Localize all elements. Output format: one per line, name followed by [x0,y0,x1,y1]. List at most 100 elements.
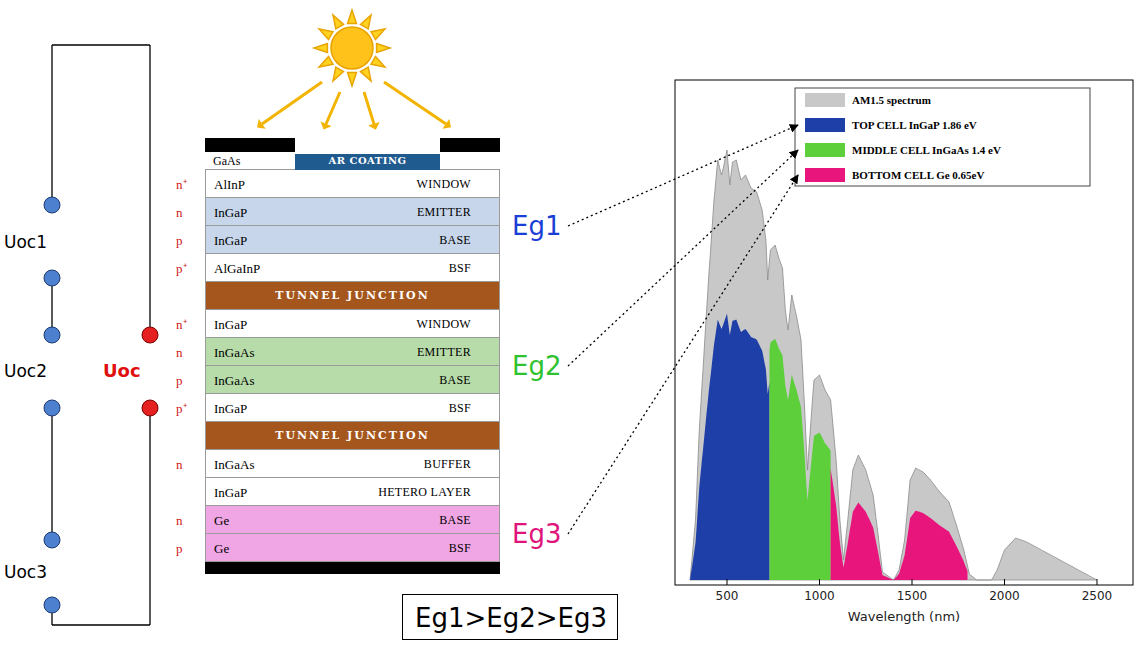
sun-ray [333,15,344,29]
sun-ray [360,15,371,29]
layer-band: n⁺AlInPWINDOW [205,170,500,198]
junction-label: TUNNEL JUNCTION [206,290,499,301]
sun-ray [333,67,344,81]
layer-band: pGeBSF [205,534,500,562]
doping-label: n⁺ [176,318,187,331]
doping-label: n [176,206,183,219]
light-ray [384,82,446,124]
layer-band: n⁺InGaPWINDOW [205,310,500,338]
layer-band: InGaP HETERO LAYER [205,478,500,506]
layer-role: BSF [449,262,471,274]
doping-label: p [176,234,183,247]
sun-ray [371,29,385,40]
doping-label: n [176,458,183,471]
chart-frame [675,80,1133,585]
terminal [44,197,60,613]
light-ray [262,82,322,124]
voltage-label: Uoc2 [4,363,47,380]
legend-box [795,88,1090,186]
voltage-label: Uoc1 [4,234,47,251]
legend-text: AM1.5 spectrum [852,95,931,106]
middle-cell-area [770,339,831,580]
layer-band: nInGaPEMITTER [205,198,500,226]
sun-ray [319,29,333,40]
tick-label: 500 [716,590,739,602]
doping-label: p⁺ [176,262,187,275]
axis-tick [727,579,728,585]
layer-role: BSF [449,542,471,554]
layer-role: BSF [449,402,471,414]
tick-label: 1000 [804,590,835,602]
am15-area [690,150,1097,580]
layer-band: p⁺AlGaInPBSF [205,254,500,282]
layer-material: AlInP [214,178,245,191]
contact [440,138,500,152]
doping-label: n [176,514,183,527]
layer-material: InGaP [214,402,247,415]
layer-material: InGaP [214,318,247,331]
layer-band: TUNNEL JUNCTION [205,282,500,310]
axis-tick [912,579,913,585]
layer-role: WINDOW [417,318,471,330]
ray-head [257,119,265,129]
layer-material: InGaP [214,206,247,219]
layer-band: TUNNEL JUNCTION [205,422,500,450]
coating-layer: AR COATING [295,154,440,170]
tick-label: 1500 [897,590,928,602]
doping-label: n [176,346,183,359]
sun-ray [348,73,357,86]
legend-swatch [805,143,845,157]
axis-title: Wavelength (nm) [848,610,960,623]
tick-label: 2500 [1082,590,1113,602]
axis-tick [1004,579,1005,585]
layer-band: p⁺InGaPBSF [205,394,500,422]
layer-role: EMITTER [417,206,471,218]
bottom-cell-area [831,468,968,580]
output-terminal [142,327,158,416]
sun [314,10,390,86]
light-ray [364,92,374,124]
legend-swatch [805,168,845,182]
layer-material: InGaAs [214,374,254,387]
layer-band: nInGaAsEMITTER [205,338,500,366]
layer-band: pInGaAsBASE [205,366,500,394]
voltage-label: Uoc [103,362,141,380]
ray-head [442,119,450,129]
ray-head [368,122,379,130]
relation-text: Eg1>Eg2>Eg3 [415,605,607,631]
coating-label: AR COATING [295,156,440,166]
axis-tick [727,579,1097,585]
layer-material: Ge [214,542,229,555]
bandgap-label: Eg2 [512,353,561,379]
layer-material: InGaP [214,486,247,499]
top-cell-area [690,313,770,580]
layer-material: InGaAs [214,346,254,359]
layer-role: BASE [439,374,471,386]
legend-swatch [805,118,845,132]
layer-material: GaAs [213,155,240,167]
bandgap-label: Eg3 [512,521,561,547]
circuit-wire [52,45,150,625]
sun-ray [348,10,357,23]
legend-text: BOTTOM CELL Ge 0.65eV [852,170,984,181]
legend-text: MIDDLE CELL InGaAs 1.4 eV [852,145,1001,156]
layer-role: BASE [439,234,471,246]
contact [205,138,295,152]
legend-swatch [805,93,845,107]
layer-material: InGaAs [214,458,254,471]
doping-label: p [176,542,183,555]
axis-tick [819,579,820,585]
bandgap-label: Eg1 [512,213,561,239]
sun-ray [360,67,371,81]
doping-label: p⁺ [176,402,187,415]
layer-band: pInGaPBASE [205,226,500,254]
layer-role: HETERO LAYER [378,486,471,498]
layer-band: nInGaAsBUFFER [205,450,500,478]
junction-label: TUNNEL JUNCTION [206,430,499,441]
doping-label: p [176,374,183,387]
legend-text: TOP CELL InGaP 1.86 eV [852,120,977,131]
axis-tick [1097,579,1098,585]
layer-role: BUFFER [424,458,471,470]
layer-role: WINDOW [417,178,471,190]
